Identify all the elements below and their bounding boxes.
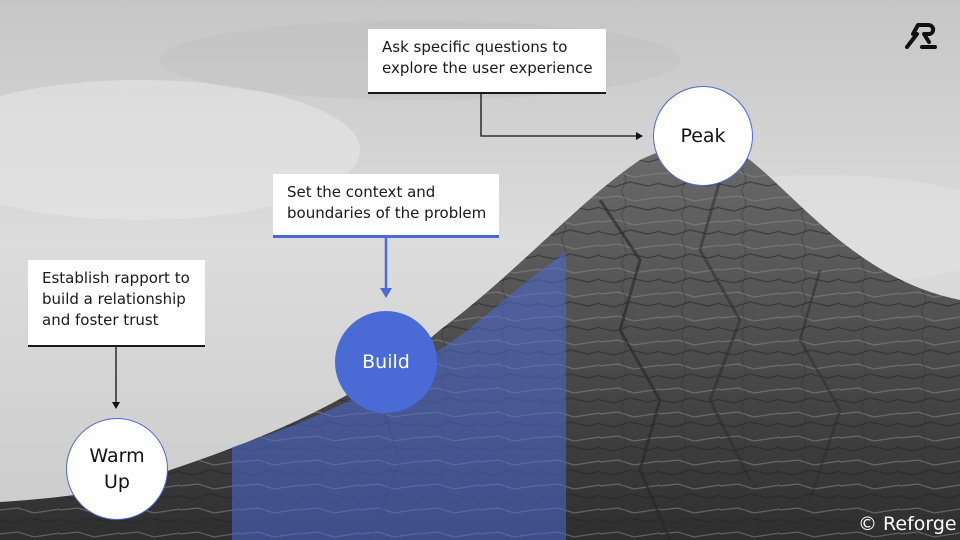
reforge-logo-icon (905, 23, 937, 49)
callout-line: and foster trust (42, 311, 159, 329)
callout-line: Establish rapport to (42, 269, 190, 287)
peak-callout: Ask specific questions to explore the us… (368, 29, 606, 94)
callout-line: Ask specific questions to (382, 38, 568, 56)
stage-label: Build (362, 351, 410, 373)
copyright-text: © Reforge (858, 513, 957, 535)
stage-label: Peak (680, 125, 726, 147)
callout-line: Set the context and (287, 183, 436, 201)
stage-label: Up (104, 471, 130, 493)
peak-stage: Peak (653, 86, 753, 186)
callout-line: boundaries of the problem (287, 204, 487, 222)
callout-line: build a relationship (42, 290, 186, 308)
build-callout: Set the context and boundaries of the pr… (273, 174, 499, 238)
warm-up-stage: Warm Up (66, 418, 168, 520)
warm-up-callout: Establish rapport to build a relationshi… (28, 260, 205, 347)
stage-label: Warm (89, 445, 145, 467)
peak-connector (480, 94, 636, 137)
callout-line: explore the user experience (382, 59, 593, 77)
build-stage: Build (335, 311, 437, 413)
